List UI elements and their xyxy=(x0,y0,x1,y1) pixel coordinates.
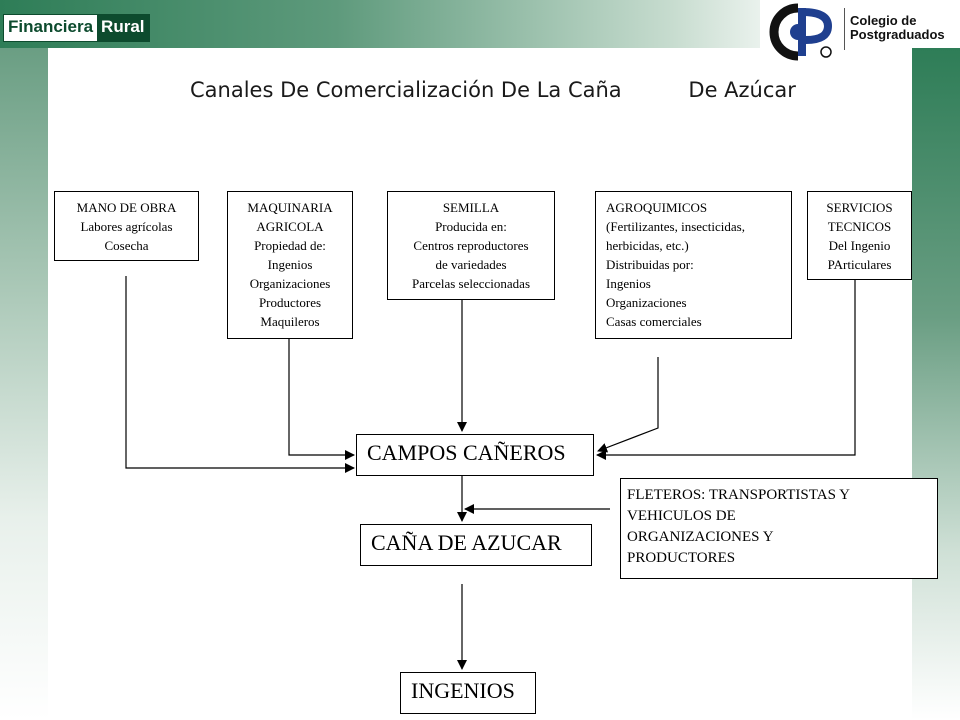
box-line: MANO DE OBRA xyxy=(76,200,177,215)
right-gradient-band xyxy=(912,48,960,720)
page-title: Canales De Comercialización De La Caña D… xyxy=(190,78,796,102)
box-line: PArticulares xyxy=(827,257,892,272)
box-line: Parcelas seleccionadas xyxy=(411,276,531,291)
arrow-mano-de-obra xyxy=(125,276,355,473)
box-maquinaria: MAQUINARIA AGRICOLA Propiedad de: Ingeni… xyxy=(227,191,353,339)
box-line: (Fertilizantes, insecticidas, xyxy=(606,219,745,234)
colegio-postgraduados-logo xyxy=(769,3,833,61)
box-line: Distribuidas por: xyxy=(606,257,694,272)
logo-line-2: Postgraduados xyxy=(850,27,945,42)
box-line: Ingenios xyxy=(267,257,313,272)
box-line: Maquileros xyxy=(260,314,320,329)
arrow-servicios xyxy=(596,280,856,460)
colegio-postgraduados-text: Colegio de Postgraduados xyxy=(850,14,945,42)
node-ingenios: INGENIOS xyxy=(400,672,536,714)
box-line: FLETEROS: TRANSPORTISTAS Y xyxy=(627,487,850,503)
box-line: Casas comerciales xyxy=(606,314,702,329)
left-gradient-band xyxy=(0,48,48,720)
box-line: SEMILLA xyxy=(442,200,500,215)
box-mano-de-obra: MANO DE OBRA Labores agrícolas Cosecha xyxy=(54,191,199,261)
arrow-agroquimicos xyxy=(597,357,659,453)
box-line: Organizaciones xyxy=(606,295,687,310)
box-agroquimicos: AGROQUIMICOS (Fertilizantes, insecticida… xyxy=(595,191,792,339)
arrow-maquinaria xyxy=(288,339,355,460)
box-line: Centros reproductores xyxy=(413,238,529,253)
box-line: Labores agrícolas xyxy=(80,219,173,234)
box-line: MAQUINARIA xyxy=(247,200,333,215)
box-line: ORGANIZACIONES Y xyxy=(627,529,774,545)
logo-divider xyxy=(844,8,845,50)
box-fleteros: FLETEROS: TRANSPORTISTAS Y VEHICULOS DE … xyxy=(620,478,938,579)
box-line: Ingenios xyxy=(606,276,651,291)
box-line: Del Ingenio xyxy=(828,238,891,253)
node-cana-de-azucar: CAÑA DE AZUCAR xyxy=(360,524,592,566)
box-line: Organizaciones xyxy=(249,276,331,291)
box-line: TECNICOS xyxy=(827,219,892,234)
box-line: AGROQUIMICOS xyxy=(606,200,708,215)
box-servicios-tecnicos: SERVICIOS TECNICOS Del Ingenio PArticula… xyxy=(807,191,912,280)
box-line: de variedades xyxy=(435,257,507,272)
box-line: Producida en: xyxy=(435,219,507,234)
financiera-rural-logo: Financiera Rural xyxy=(3,14,150,42)
node-campos-caneros: CAMPOS CAÑEROS xyxy=(356,434,594,476)
box-line: AGRICOLA xyxy=(256,219,324,234)
box-line: Productores xyxy=(258,295,322,310)
logo-text-rural: Rural xyxy=(97,15,149,41)
box-line: VEHICULOS DE xyxy=(627,508,736,524)
box-line: herbicidas, etc.) xyxy=(606,238,689,253)
box-line: Cosecha xyxy=(104,238,149,253)
box-line: Propiedad de: xyxy=(254,238,326,253)
box-line: PRODUCTORES xyxy=(627,550,736,566)
box-line: SERVICIOS xyxy=(826,200,893,215)
box-semilla: SEMILLA Producida en: Centros reproducto… xyxy=(387,191,555,300)
logo-line-1: Colegio de xyxy=(850,13,917,28)
logo-text-financiera: Financiera xyxy=(4,15,98,41)
